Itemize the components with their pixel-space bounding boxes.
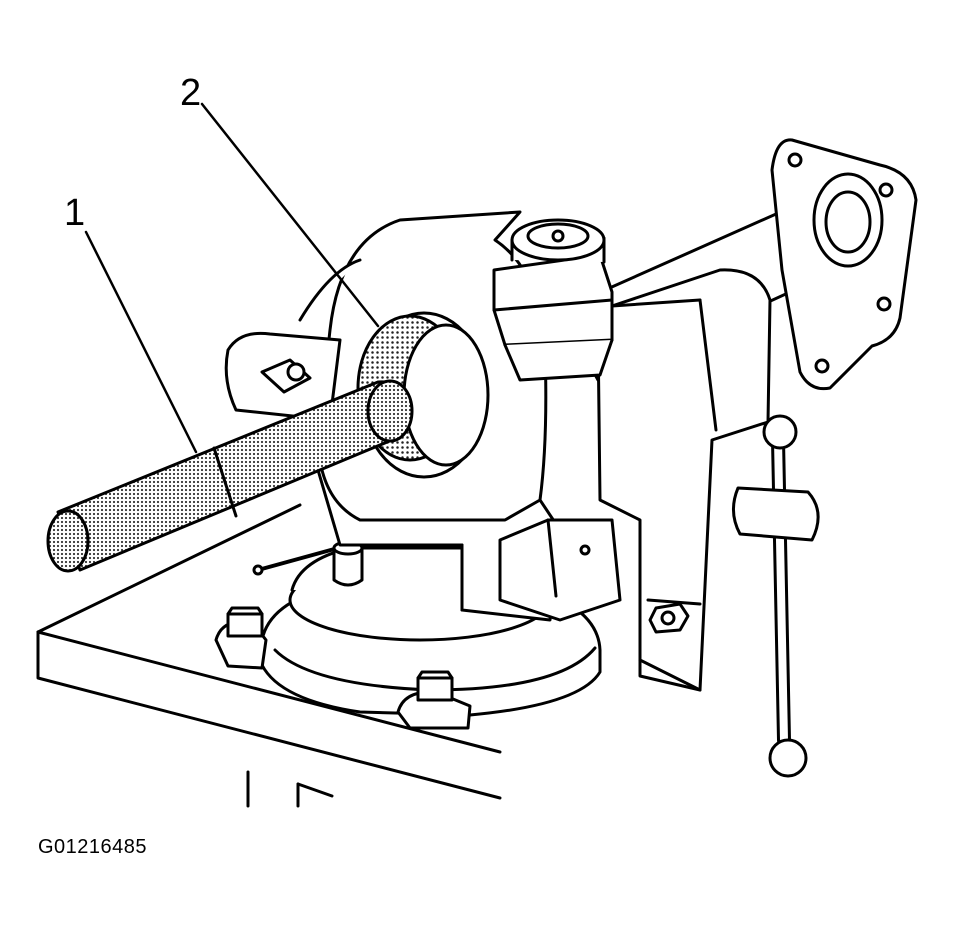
leader-line-2 xyxy=(200,102,380,328)
base-bolt xyxy=(214,606,268,670)
jaw-bolt xyxy=(648,602,690,634)
callout-2: 2 xyxy=(180,72,202,114)
mounting-flange xyxy=(770,138,918,391)
vise-jaw-block xyxy=(492,218,614,382)
bearing-race xyxy=(356,311,490,479)
base-bolt xyxy=(396,670,472,730)
vise-handle xyxy=(732,414,820,778)
vise-moving-jaw xyxy=(596,268,772,692)
leader-line-1 xyxy=(84,230,198,454)
installer-tool xyxy=(46,379,414,573)
callout-1: 1 xyxy=(64,192,86,234)
figure-id: G01216485 xyxy=(38,836,148,858)
